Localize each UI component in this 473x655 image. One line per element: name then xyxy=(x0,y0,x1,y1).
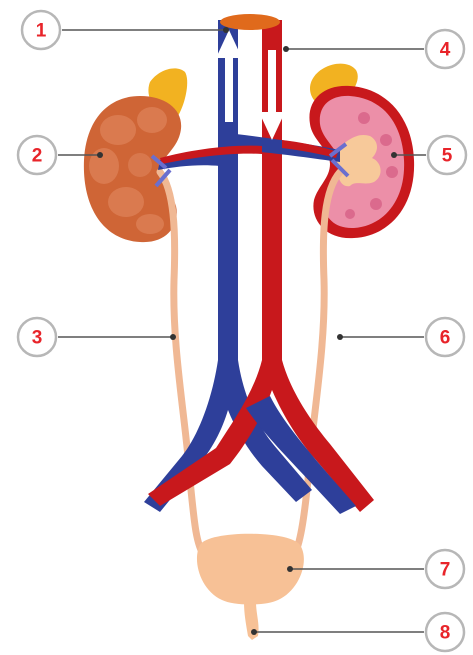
label-8-text: 8 xyxy=(440,623,451,644)
label-5-text: 5 xyxy=(442,146,453,167)
label-1: 1 xyxy=(22,11,60,49)
urethra xyxy=(244,602,259,640)
label-1-text: 1 xyxy=(36,21,47,42)
label-6-text: 6 xyxy=(440,328,451,349)
left-kidney xyxy=(84,96,181,242)
label-7-text: 7 xyxy=(440,560,451,581)
label-3-text: 3 xyxy=(32,328,43,349)
label-2-text: 2 xyxy=(32,146,43,167)
label-2: 2 xyxy=(18,136,56,174)
label-5: 5 xyxy=(428,136,466,174)
label-8: 8 xyxy=(426,613,464,651)
label-4-text: 4 xyxy=(440,40,451,61)
label-6: 6 xyxy=(426,318,464,356)
label-3: 3 xyxy=(18,318,56,356)
label-7: 7 xyxy=(426,550,464,588)
label-4: 4 xyxy=(426,30,464,68)
heart-hint xyxy=(220,14,280,30)
